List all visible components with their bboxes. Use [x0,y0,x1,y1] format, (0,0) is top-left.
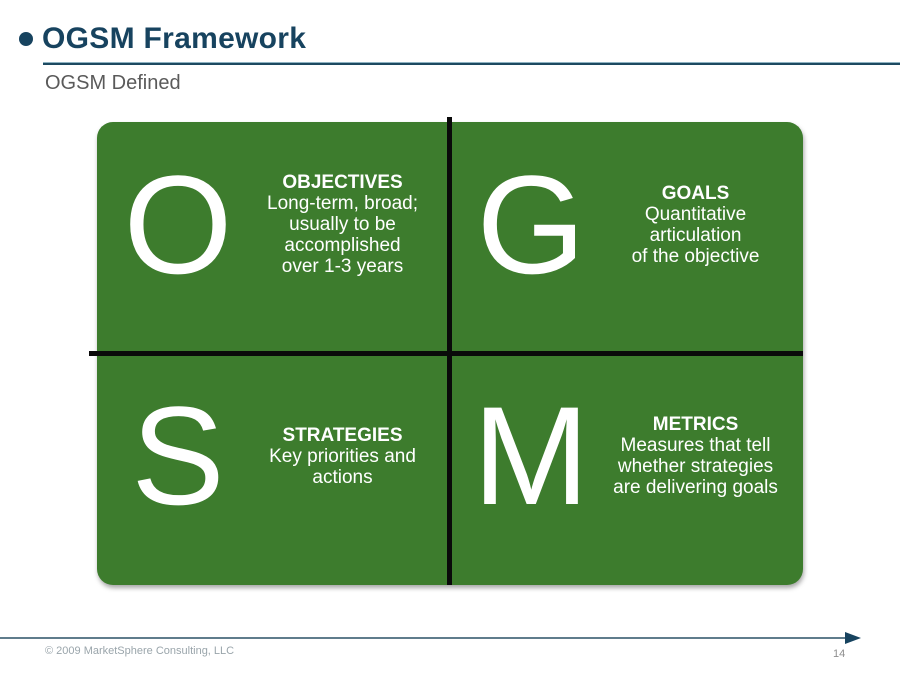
quadrant-strategies: S STRATEGIES Key priorities and actions [97,354,450,586]
slide-subtitle: OGSM Defined [45,72,181,94]
footer-line [0,637,845,639]
copyright-text: © 2009 MarketSphere Consulting, LLC [45,645,235,657]
quadrant-text-objectives: OBJECTIVES Long-term, broad; usually to … [253,172,444,277]
quadrant-heading-objectives: OBJECTIVES [282,172,403,194]
quadrant-text-goals: GOALS Quantitative articulation of the o… [606,183,797,267]
quadrant-metrics: M METRICS Measures that tell whether str… [450,354,803,586]
quadrant-letter-s: S [131,377,225,535]
matrix-horizontal-divider [89,351,803,356]
quadrant-body-objectives: Long-term, broad; usually to be accompli… [267,193,419,278]
quadrant-heading-metrics: METRICS [652,414,739,436]
title-bullet-icon [19,32,33,46]
quadrant-goals: G GOALS Quantitative articulation of the… [450,122,803,354]
quadrant-letter-g: G [476,145,586,303]
quadrant-text-metrics: METRICS Measures that tell whether strat… [606,414,797,498]
quadrant-text-strategies: STRATEGIES Key priorities and actions [253,425,444,488]
quadrant-body-strategies: Key priorities and actions [269,445,416,488]
title-underline [43,62,900,65]
page-title: OGSM Framework [42,22,307,55]
page-number: 14 [833,648,846,660]
quadrant-objectives: O OBJECTIVES Long-term, broad; usually t… [97,122,450,354]
quadrant-body-goals: Quantitative articulation of the objecti… [631,203,760,267]
ogsm-matrix: O OBJECTIVES Long-term, broad; usually t… [89,117,803,586]
quadrant-letter-o: O [123,145,233,303]
quadrant-body-metrics: Measures that tell whether strategies ar… [613,435,778,499]
quadrant-heading-goals: GOALS [661,182,730,204]
quadrant-heading-strategies: STRATEGIES [282,424,403,446]
quadrant-letter-m: M [472,377,590,535]
forward-arrow-icon [845,632,861,644]
